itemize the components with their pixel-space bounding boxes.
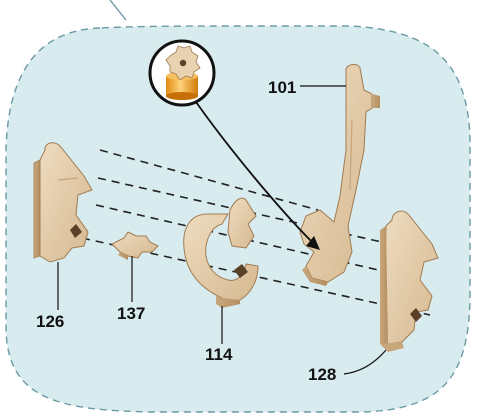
callout-bubble <box>150 41 214 105</box>
top-leader-line <box>110 0 126 20</box>
part-label-101: 101 <box>268 79 296 96</box>
part-label-137: 137 <box>117 305 145 322</box>
part-label-126: 126 <box>36 313 64 330</box>
part-label-128: 128 <box>308 366 336 383</box>
part-label-114: 114 <box>205 346 232 363</box>
